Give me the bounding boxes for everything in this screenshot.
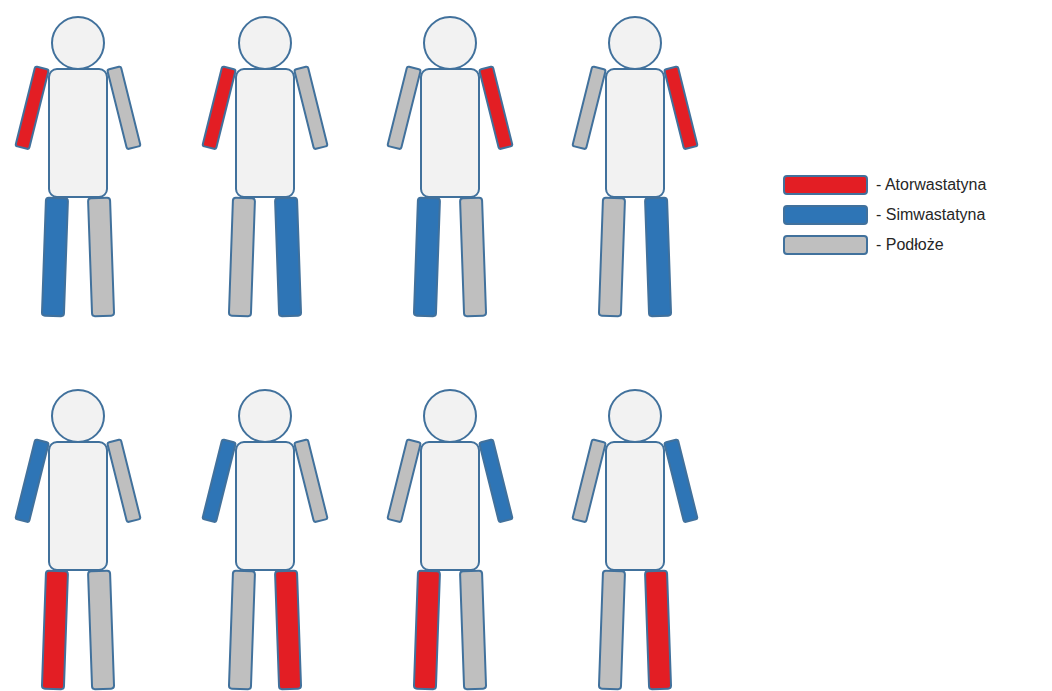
human-figure: [387, 17, 512, 316]
human-figure: [572, 390, 697, 689]
human-figure: [572, 17, 697, 316]
legend-entry: - Podłoże: [783, 230, 986, 260]
legend-label: - Simwastatyna: [876, 206, 985, 224]
legend-swatch: [783, 235, 868, 255]
human-figure: [15, 390, 140, 689]
legend-entry: - Simwastatyna: [783, 200, 986, 230]
legend-label: - Podłoże: [876, 236, 944, 254]
legend-swatch: [783, 205, 868, 225]
human-figure: [387, 390, 512, 689]
legend-entry: - Atorwastatyna: [783, 170, 986, 200]
legend-swatch: [783, 175, 868, 195]
legend-label: - Atorwastatyna: [876, 176, 986, 194]
human-figure: [202, 390, 327, 689]
human-figure: [202, 17, 327, 316]
legend: - Atorwastatyna - Simwastatyna - Podłoże: [783, 170, 986, 260]
human-figure: [15, 17, 140, 316]
